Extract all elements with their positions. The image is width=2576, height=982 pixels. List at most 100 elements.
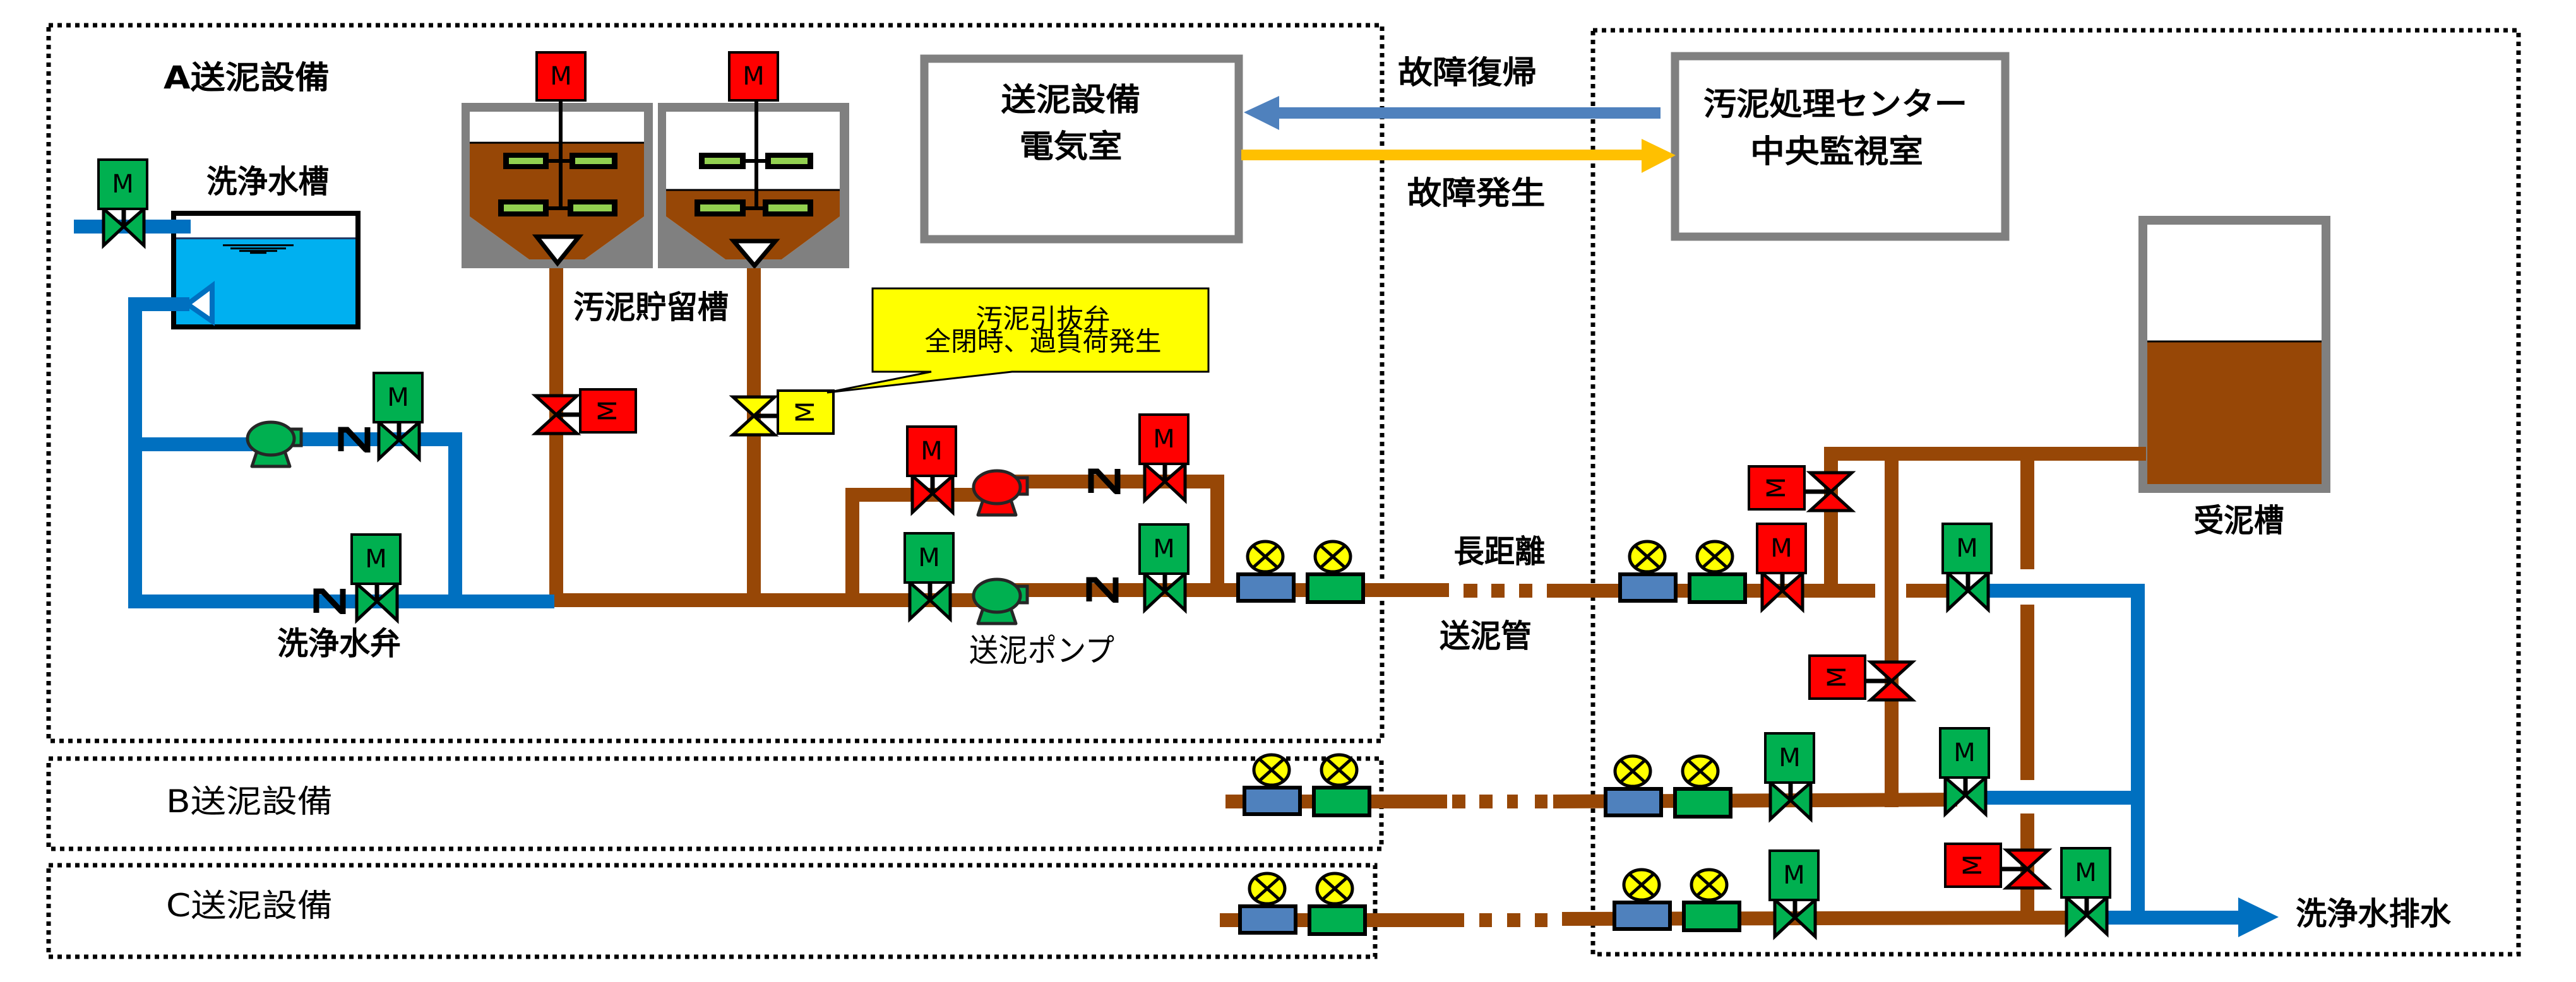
valve-body-bottom [729, 413, 779, 437]
valve-motor-label: M [1823, 666, 1852, 689]
c-sending-flow-meter-icon [1238, 904, 1297, 935]
valve-motor-label: M [387, 383, 409, 412]
receiving-tank-sludge [2147, 341, 2322, 484]
valve-motor-actuator [1768, 849, 1820, 901]
c-receiving-flow-meter-icon [1613, 901, 1672, 931]
wash-tank-inlet-motor-valve-icon: M [97, 158, 148, 249]
b-sending-flow-meter-icon [1243, 786, 1302, 816]
valve-body-right [1792, 896, 1817, 940]
valve-motor-label: M [365, 545, 387, 574]
c-receiving-density-indicator-icon [1690, 868, 1729, 902]
transfer-pump-2-check-valve-icon [1086, 577, 1119, 603]
valve-body-left [1760, 569, 1785, 613]
valve-motor-actuator [579, 388, 637, 434]
labels: A送泥設備 B送泥設備 C送泥設備 洗浄水槽 汚泥貯留槽 洗浄水弁 送泥ポンプ … [164, 54, 2452, 932]
mixer-paddle-blade [509, 158, 543, 164]
valve-motor-actuator [1138, 523, 1190, 575]
pump-casing [246, 420, 296, 457]
c-bypass-motor-valve-icon: M [1944, 843, 2053, 890]
fault-occurrence-signal-label: 故障発生 [1407, 175, 1546, 211]
b-receiving-density-indicator-icon [1681, 754, 1720, 788]
transfer-pump-2-suction-motor-valve-icon: M [903, 532, 955, 623]
valve-motor-label: M [1153, 535, 1175, 564]
wash-water-tank-label: 洗浄水槽 [206, 163, 329, 200]
transfer-pump-label: 送泥ポンプ [969, 632, 1114, 669]
a-sending-meter-pair [1236, 540, 1365, 604]
treatment-center-boundary [1590, 28, 2521, 957]
valve-body-bottom [1806, 489, 1856, 512]
sludge-draw-valve-callout: 汚泥引抜弁 全閉時、過負荷発生 [826, 287, 1210, 394]
mixer-paddle [503, 153, 549, 169]
mixer-paddle-blade [705, 158, 740, 164]
valve-motor-label: M [921, 437, 943, 466]
sludge-storage-tank-2-icon [658, 103, 849, 269]
a-flush-motor-valve-icon: M [1941, 523, 1993, 613]
mixer-motor [535, 51, 587, 102]
valve-body-right [1963, 774, 1988, 818]
c-receiving-density-meter-icon [1682, 901, 1741, 932]
mixer-paddle-blade [575, 158, 612, 164]
mixer-paddle-blade [771, 158, 808, 164]
transfer-pump-2-icon [972, 577, 1029, 625]
fault-occurrence-arrow-shaft [1241, 150, 1643, 160]
indicator-cross [1321, 877, 1348, 901]
long-distance-label: 長距離 [1454, 533, 1546, 570]
valve-motor-actuator [373, 372, 424, 423]
b-sending-flow-indicator-icon [1252, 753, 1291, 787]
mixer-motor [728, 51, 779, 102]
transfer-pipe-label: 送泥管 [1440, 618, 1532, 654]
valve-body-left [908, 579, 933, 623]
valve-body-left [910, 472, 935, 516]
central-monitoring-label-line-2: 中央監視室 [1750, 133, 1923, 170]
arrow-right-icon [1642, 139, 1676, 173]
a-receiving-flow-indicator-icon [1628, 540, 1667, 574]
valve-body-left [1946, 569, 1971, 613]
electric-room-label-line-2: 電気室 [1020, 128, 1123, 165]
wash-water-valve-label: 洗浄水弁 [277, 625, 401, 662]
valve-motor-label: M [918, 543, 940, 572]
a-receiving-density-indicator-icon [1695, 540, 1734, 574]
wash-tank-wall [171, 211, 361, 329]
valve-body-right [930, 472, 955, 516]
valve-motor-actuator [906, 425, 957, 477]
valve-body-right [1780, 569, 1804, 613]
c-sending-density-meter-icon [1308, 904, 1367, 936]
valve-body-right [121, 205, 146, 249]
mixer-motor-label: M [742, 62, 765, 91]
valve-body-left [1768, 779, 1793, 823]
mixer-paddle-blade [573, 204, 612, 211]
a-sending-flow-meter-icon [1236, 572, 1296, 603]
valve-motor-label: M [593, 400, 623, 422]
valve-motor-label: M [791, 401, 820, 423]
valve-body-right [1788, 779, 1813, 823]
valve-body-left [1143, 460, 1167, 504]
mixer-paddle [568, 199, 617, 216]
transfer-pump-1-suction-motor-valve-icon: M [906, 425, 957, 516]
mixer-paddle [763, 199, 813, 216]
indicator-cross [1687, 759, 1714, 783]
wash-pump-check-valve-icon [338, 427, 371, 453]
mixer-paddle [569, 153, 617, 169]
arrow-left-icon [1244, 96, 1279, 130]
valve-motor-actuator [1138, 413, 1190, 465]
b-receiving-motor-valve-icon: M [1764, 732, 1815, 823]
valve-body-left [355, 580, 379, 624]
tanks-layer [171, 103, 2330, 493]
valve-body-left [1143, 570, 1167, 614]
a-sending-flow-indicator-icon [1246, 540, 1285, 574]
valve-body-bottom [531, 412, 581, 435]
indicator-cross [1696, 873, 1722, 897]
c-receiving-meter-pair [1613, 868, 1741, 932]
valve-body-left [1773, 896, 1798, 940]
valve-motor-actuator [1939, 727, 1990, 779]
electric-room-label-line-1: 送泥設備 [1001, 81, 1141, 118]
valve-motor-actuator [903, 532, 955, 584]
a-sending-density-indicator-icon [1313, 540, 1352, 574]
receiving-tank-label: 受泥槽 [2194, 502, 2284, 539]
valve-motor-label: M [2075, 858, 2097, 887]
valve-motor-actuator [97, 158, 148, 210]
valve-motor-actuator [1756, 523, 1807, 574]
valve-body-top [1866, 660, 1917, 683]
central-monitoring-label-line-1: 汚泥処理センター [1703, 86, 1967, 122]
fault-reset-signal-label: 故障復帰 [1398, 54, 1537, 91]
